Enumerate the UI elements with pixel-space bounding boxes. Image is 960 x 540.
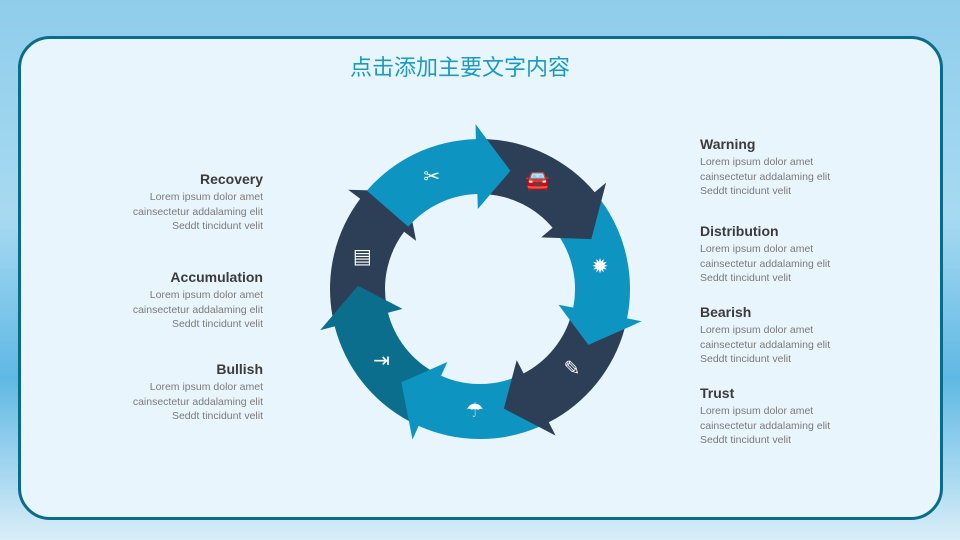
cycle-arrow-segment [503, 314, 625, 436]
item-title: Accumulation [170, 269, 263, 285]
item-title: Trust [700, 385, 735, 401]
item-title: Distribution [700, 223, 779, 239]
cycle-arrow-segment [401, 362, 540, 440]
item-line: Lorem ipsum dolor amet [149, 191, 263, 203]
item-line: cainsectetur addalaming elit [132, 205, 263, 218]
item-line: Seddt tincidunt velit [171, 318, 263, 330]
item-line: Seddt tincidunt velit [700, 353, 792, 365]
sign-in-icon: ⇥ [373, 349, 390, 372]
item-line: Seddt tincidunt velit [700, 434, 792, 446]
cycle-arrow-segment [484, 139, 607, 240]
item-line: Lorem ipsum dolor amet [149, 381, 263, 393]
item-distribution: Distribution Lorem ipsum dolor amet cain… [700, 223, 900, 286]
umbrella-icon: ☂ [465, 399, 484, 422]
item-line: cainsectetur addalaming elit [700, 338, 831, 351]
item-line: Seddt tincidunt velit [700, 272, 792, 284]
cycle-arrow-segment [330, 189, 417, 317]
item-title: Recovery [199, 171, 263, 187]
content-card [18, 36, 943, 520]
cycle-arrow-segment [366, 124, 511, 227]
item-trust: Trust Lorem ipsum dolor amet cainsectetu… [700, 385, 900, 448]
item-recovery: Recovery Lorem ipsum dolor amet cainsect… [63, 171, 263, 234]
item-warning: Warning Lorem ipsum dolor amet cainsecte… [700, 136, 900, 199]
item-line: cainsectetur addalaming elit [700, 419, 831, 432]
item-line: Seddt tincidunt velit [171, 220, 263, 232]
item-line: cainsectetur addalaming elit [132, 395, 263, 408]
item-line: cainsectetur addalaming elit [132, 303, 263, 316]
alert-badge-icon: ✹ [591, 255, 609, 278]
item-line: Lorem ipsum dolor amet [149, 289, 263, 301]
item-line: Seddt tincidunt velit [700, 185, 792, 197]
item-line: Lorem ipsum dolor amet [700, 324, 814, 336]
item-title: Bullish [216, 361, 263, 377]
page-title: 点击添加主要文字内容 [349, 55, 570, 80]
item-title: Bearish [700, 304, 752, 320]
item-title: Warning [700, 136, 756, 152]
book-icon: ▤ [352, 245, 372, 268]
tools-icon: ✂ [423, 165, 441, 188]
item-line: Lorem ipsum dolor amet [700, 156, 814, 168]
item-line: cainsectetur addalaming elit [700, 170, 831, 183]
item-line: Lorem ipsum dolor amet [700, 405, 814, 417]
edit-icon: ✎ [563, 358, 581, 381]
item-line: Seddt tincidunt velit [171, 410, 263, 422]
item-bullish: Bullish Lorem ipsum dolor amet cainsecte… [63, 361, 263, 424]
item-accumulation: Accumulation Lorem ipsum dolor amet cain… [63, 269, 263, 332]
item-line: Lorem ipsum dolor amet [700, 243, 814, 255]
item-line: cainsectetur addalaming elit [700, 257, 831, 270]
car-icon: 🚘 [525, 170, 550, 193]
item-bearish: Bearish Lorem ipsum dolor amet cainsecte… [700, 304, 900, 367]
